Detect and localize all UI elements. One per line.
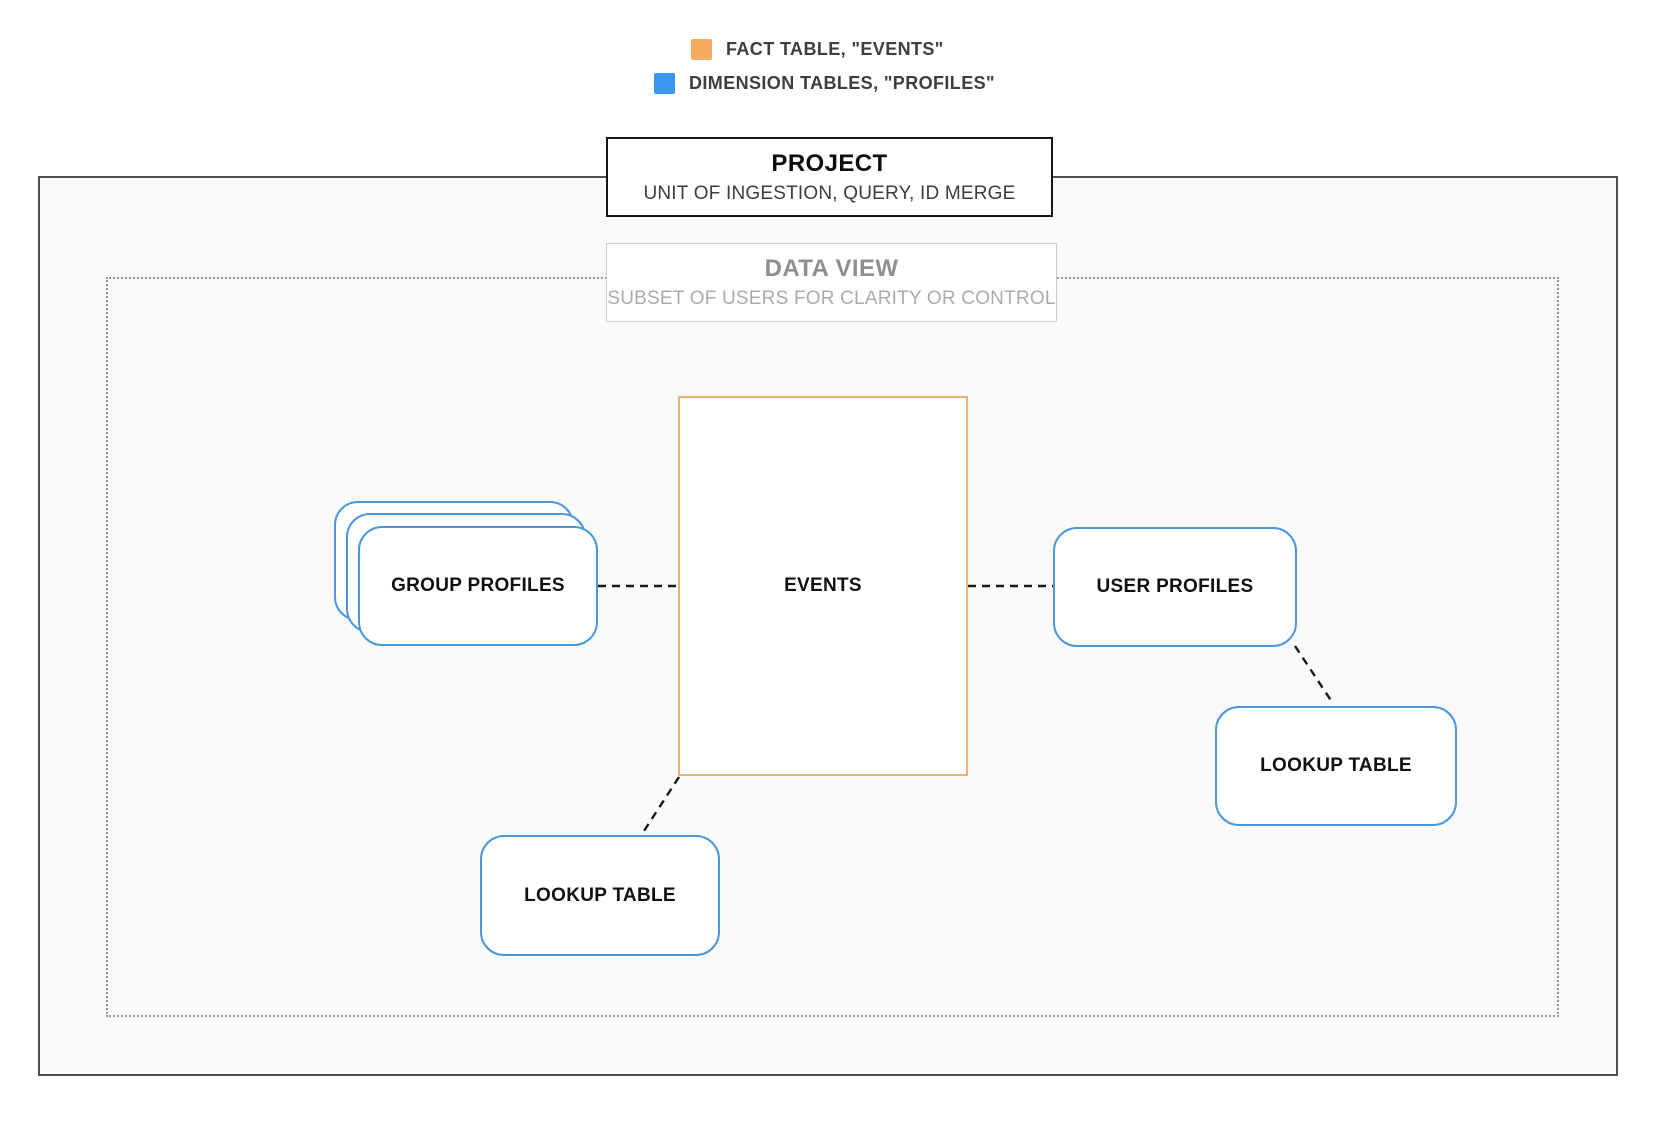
node-events: EVENTS: [678, 396, 968, 776]
node-lookup-table-right-label: LOOKUP TABLE: [1260, 755, 1412, 776]
fact-table-color-swatch: [691, 38, 712, 60]
legend-item-dimension-tables: DIMENSION TABLES, "PROFILES": [654, 72, 995, 94]
project-title: PROJECT: [771, 149, 888, 177]
node-user-profiles: USER PROFILES: [1053, 527, 1297, 647]
project-subtitle: UNIT OF INGESTION, QUERY, ID MERGE: [643, 182, 1016, 204]
node-lookup-table-right: LOOKUP TABLE: [1215, 706, 1457, 826]
data-view-title: DATA VIEW: [764, 255, 899, 282]
data-view-subtitle: SUBSET OF USERS FOR CLARITY OR CONTROL: [607, 288, 1056, 309]
node-group-profiles: GROUP PROFILES: [358, 526, 598, 646]
project-header-box: PROJECT UNIT OF INGESTION, QUERY, ID MER…: [606, 137, 1053, 217]
node-events-label: EVENTS: [784, 575, 862, 596]
dimension-tables-color-swatch: [654, 72, 675, 94]
node-group-profiles-label: GROUP PROFILES: [391, 575, 565, 596]
node-user-profiles-label: USER PROFILES: [1096, 576, 1254, 597]
legend-label-dimension-tables: DIMENSION TABLES, "PROFILES": [689, 72, 995, 93]
node-lookup-table-bottom-label: LOOKUP TABLE: [524, 884, 676, 906]
legend-item-fact-table: FACT TABLE, "EVENTS": [691, 38, 944, 60]
legend-label-fact-table: FACT TABLE, "EVENTS": [726, 38, 944, 59]
data-view-header-box: DATA VIEW SUBSET OF USERS FOR CLARITY OR…: [606, 243, 1057, 322]
node-lookup-table-bottom: LOOKUP TABLE: [480, 835, 720, 956]
